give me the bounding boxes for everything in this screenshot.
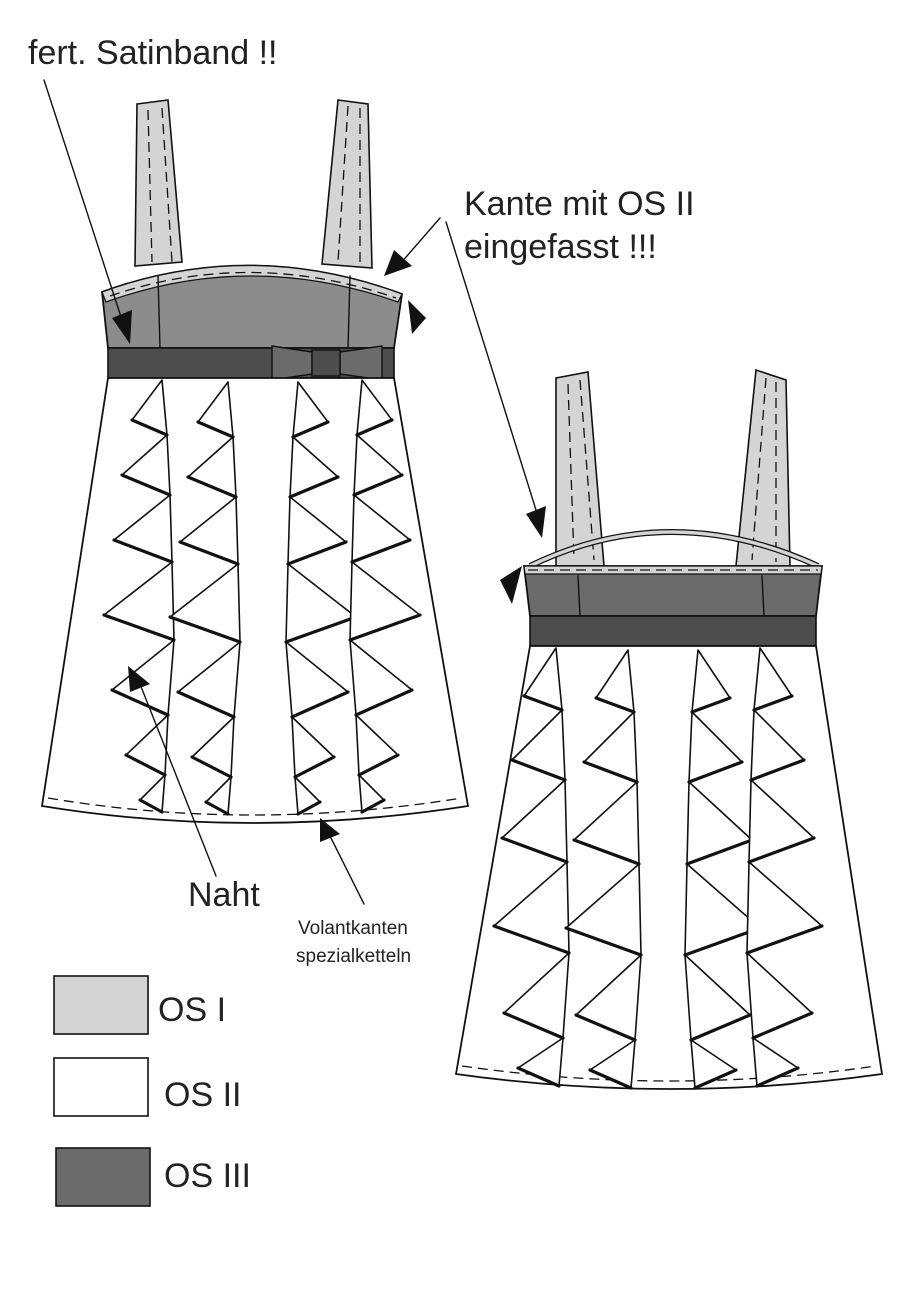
edge-arrowhead-3 (526, 506, 546, 538)
skirt-back (454, 645, 884, 1090)
edge-label-line1: Kante mit OS II (464, 185, 695, 223)
edge-label-line2: eingefasst !!! (464, 228, 657, 266)
right-strap-back (735, 368, 791, 567)
ruffle-arrowhead (320, 818, 340, 842)
edge-arrowhead-1 (384, 250, 412, 276)
edge-arrowhead-2 (408, 300, 426, 334)
seam-label: Naht (188, 876, 260, 914)
left-strap-back (555, 371, 605, 567)
annotation-seam: Naht (128, 666, 260, 914)
seam-arrowhead (128, 666, 150, 692)
legend-swatch-os-i (53, 975, 149, 1035)
satin-bow (271, 345, 383, 381)
left-strap-front (134, 99, 183, 267)
ruffle-label-line2: spezialketteln (296, 946, 411, 967)
garment-back (454, 368, 884, 1090)
satin-label: fert. Satinband !! (28, 34, 278, 72)
annotation-satin: fert. Satinband !! (28, 34, 278, 344)
satin-arrowhead (112, 310, 132, 344)
annotation-edge: Kante mit OS II eingefasst !!! (384, 185, 695, 604)
skirt-front (40, 377, 470, 824)
legend-label-os-ii: OS II (164, 1076, 241, 1114)
legend-label-os-i: OS I (158, 991, 226, 1029)
ruffle-label-line1: Volantkanten (298, 918, 408, 939)
garment-front (40, 99, 470, 824)
legend-swatch-os-iii (55, 1147, 151, 1207)
waist-band-back (529, 615, 817, 647)
annotation-ruffle-edges: Volantkanten spezialketteln (296, 818, 411, 967)
legend-swatch-os-ii (53, 1057, 149, 1117)
legend-label-os-iii: OS III (164, 1157, 251, 1195)
legend: OS I OS II OS III (53, 975, 251, 1207)
edge-arrowhead-4 (500, 566, 522, 604)
